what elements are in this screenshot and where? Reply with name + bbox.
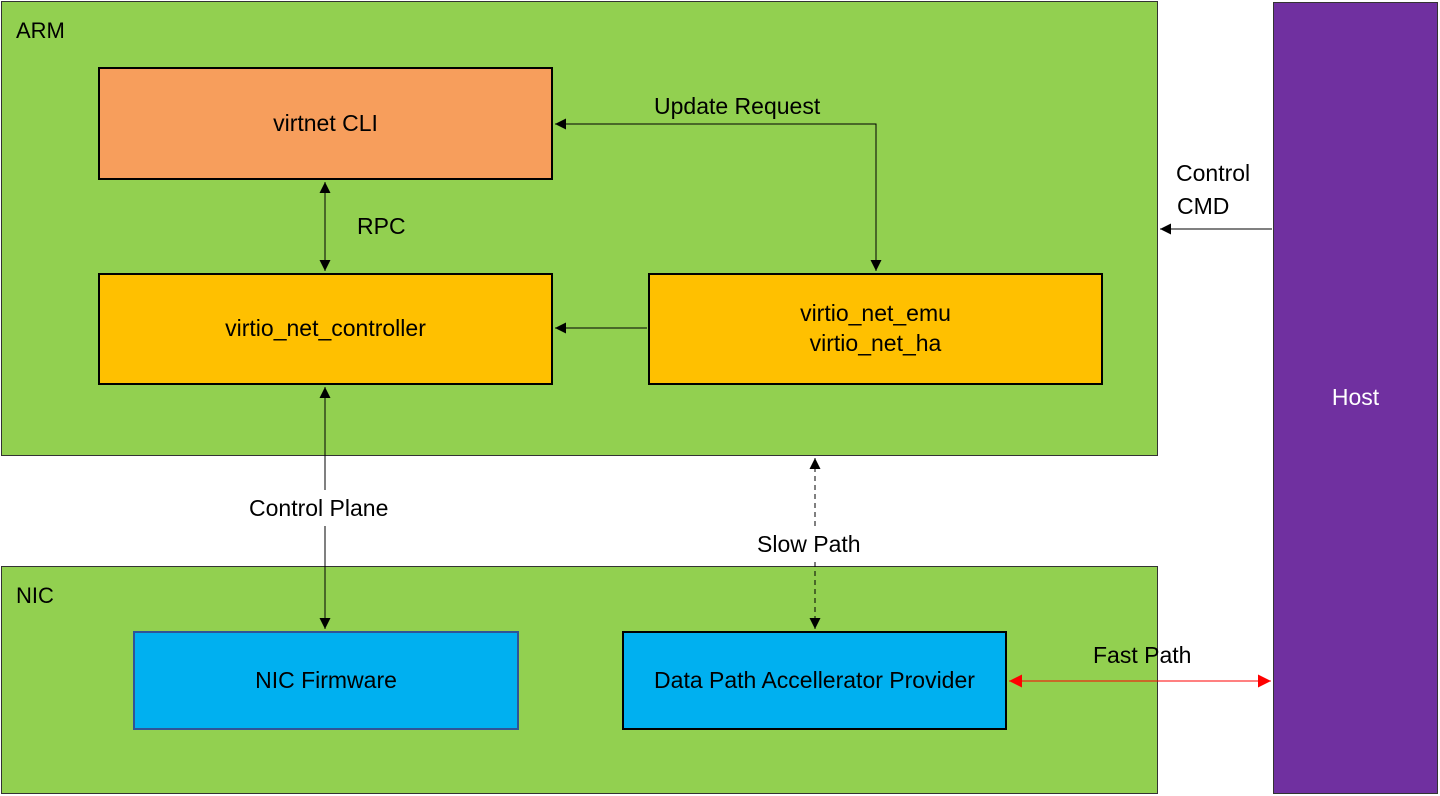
nic-firmware-box: NIC Firmware: [133, 631, 519, 730]
update-request-arrow: [555, 118, 882, 271]
slow-path-label: Slow Path: [757, 531, 861, 557]
control-plane-label: Control Plane: [249, 495, 389, 521]
virtnet-cli-box: virtnet CLI: [98, 67, 553, 180]
rpc-label: RPC: [357, 213, 406, 239]
virtio-net-controller-label: virtio_net_controller: [225, 315, 426, 342]
dpa-provider-box: Data Path Accellerator Provider: [622, 631, 1007, 730]
dpa-provider-label: Data Path Accellerator Provider: [654, 666, 975, 693]
virtio-net-emu-ha-box: virtio_net_emu virtio_net_ha: [648, 273, 1103, 385]
update-request-label: Update Request: [654, 93, 821, 119]
nic-firmware-label: NIC Firmware: [255, 666, 397, 693]
virtio-net-controller-box: virtio_net_controller: [98, 273, 553, 385]
control-cmd-label-line2: CMD: [1177, 193, 1230, 219]
arm-label: ARM: [16, 18, 65, 43]
virtio-net-ha-label: virtio_net_ha: [809, 330, 942, 356]
host-box: Host: [1273, 2, 1438, 794]
virtio-net-emu-label: virtio_net_emu: [800, 300, 951, 327]
virtnet-cli-label: virtnet CLI: [273, 109, 378, 136]
nic-label: NIC: [16, 583, 54, 608]
fast-path-label: Fast Path: [1093, 642, 1192, 668]
host-label: Host: [1331, 384, 1380, 411]
control-cmd-label-line1: Control: [1176, 160, 1251, 186]
